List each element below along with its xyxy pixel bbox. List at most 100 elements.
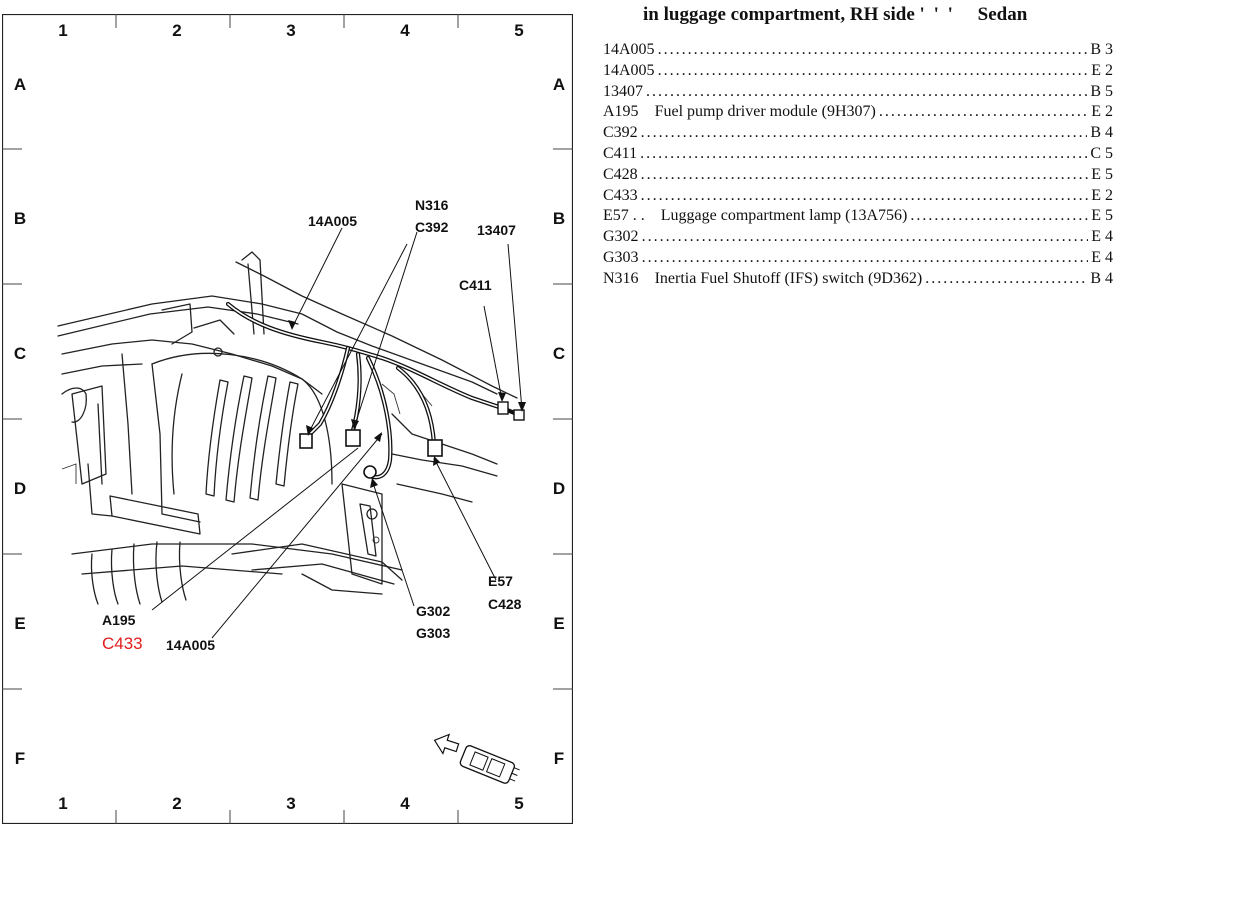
row-label-c: C	[14, 344, 26, 363]
index-row-dot-leader	[641, 186, 1089, 207]
index-row-code: 14A005	[603, 61, 655, 79]
connector-c411	[497, 401, 509, 415]
index-row: C392 B 4	[603, 123, 1113, 144]
index-row: G302 E 4	[603, 227, 1113, 248]
col-label-2-bottom: 2	[172, 794, 181, 813]
col-label-5: 5	[514, 21, 523, 40]
index-row-code: A195	[603, 103, 639, 121]
index-row: 14A005 E 2	[603, 61, 1113, 82]
index-row-dot-leader	[658, 40, 1088, 61]
connector-13407	[513, 409, 525, 421]
index-title-text: in luggage compartment, RH side	[643, 4, 915, 25]
ground-g302-g303	[363, 465, 377, 479]
index-row-description: Inertia Fuel Shutoff (IFS) switch (9D362…	[654, 269, 923, 287]
diagram-border	[2, 14, 573, 824]
callout-a195: A195	[102, 612, 136, 628]
callout-e57: E57	[488, 573, 513, 589]
callout-n316: N316	[415, 197, 449, 213]
index-row-grid-location: E 2	[1091, 61, 1113, 79]
col-label-1: 1	[58, 21, 67, 40]
index-row: 14A005 B 3	[603, 40, 1113, 61]
callout-c433-highlighted: C433	[102, 634, 143, 653]
index-row-grid-location: B 5	[1090, 82, 1113, 100]
row-label-d: D	[14, 479, 26, 498]
index-row-grid-location: E 5	[1091, 165, 1113, 183]
callout-14a005-top: 14A005	[308, 213, 357, 229]
index-row-description: Luggage compartment lamp (13A756)	[660, 207, 908, 225]
col-label-1-bottom: 1	[58, 794, 67, 813]
index-row-grid-location: E 2	[1091, 103, 1113, 121]
index-title: in luggage compartment, RH side ' ' ' Se…	[643, 4, 1113, 26]
wiring-harness	[225, 301, 525, 480]
callout-c392: C392	[415, 219, 449, 235]
callout-g302: G302	[416, 603, 450, 619]
row-label-c-right: C	[553, 344, 565, 363]
grid-ticks	[2, 14, 573, 824]
connector-c428	[427, 439, 443, 457]
row-label-b: B	[14, 209, 26, 228]
row-label-d-right: D	[553, 479, 565, 498]
row-label-e: E	[14, 614, 25, 633]
index-row-dot-leader	[658, 61, 1089, 82]
vehicle-front-arrow-icon	[433, 733, 520, 784]
row-label-e-right: E	[553, 614, 564, 633]
index-row-code: E57 . .	[603, 207, 645, 225]
index-row-dot-leader	[642, 227, 1089, 248]
index-row-grid-location: E 2	[1091, 186, 1113, 204]
index-title-marks: ' ' '	[919, 4, 955, 25]
index-row-dot-leader	[925, 269, 1087, 290]
index-row-dot-leader	[640, 144, 1087, 165]
row-label-f-right: F	[554, 749, 564, 768]
row-label-a: A	[14, 75, 26, 94]
index-row-dot-leader	[879, 102, 1088, 123]
connector-a195	[299, 433, 313, 449]
component-index-panel: in luggage compartment, RH side ' ' ' Se…	[603, 4, 1113, 290]
index-row-dot-leader	[910, 206, 1088, 227]
index-row: C428 E 5	[603, 165, 1113, 186]
index-row-code: N316	[603, 269, 639, 287]
index-row: 13407 B 5	[603, 82, 1113, 103]
callout-14a005-bottom: 14A005	[166, 637, 215, 653]
index-row-code: C411	[603, 144, 638, 162]
col-label-3: 3	[286, 21, 295, 40]
index-row-dot-leader	[641, 123, 1088, 144]
index-row-grid-location: E 4	[1091, 248, 1113, 266]
index-row-dot-leader	[641, 165, 1089, 186]
col-label-2: 2	[172, 21, 181, 40]
index-row-dot-leader	[642, 248, 1089, 269]
row-label-f: F	[15, 749, 25, 768]
callout-arrowheads	[288, 320, 526, 488]
callout-c411: C411	[459, 277, 492, 293]
index-row-grid-location: E 5	[1091, 207, 1113, 225]
index-row-code: C392	[603, 124, 638, 142]
index-row-grid-location: B 3	[1090, 41, 1113, 58]
index-row-grid-location: C 5	[1090, 144, 1113, 162]
col-label-4-bottom: 4	[400, 794, 410, 813]
row-label-a-right: A	[553, 75, 565, 94]
index-row: C433 E 2	[603, 186, 1113, 207]
index-row: G303 E 4	[603, 248, 1113, 269]
index-row: C411 C 5	[603, 144, 1113, 165]
index-row-code: 14A005	[603, 41, 655, 58]
index-row-code: G303	[603, 248, 639, 266]
index-row-grid-location: E 4	[1091, 228, 1113, 246]
callout-c428: C428	[488, 596, 522, 612]
index-row-code: 13407	[603, 82, 643, 100]
index-title-model: Sedan	[977, 4, 1028, 25]
index-row-code: G302	[603, 228, 639, 246]
index-row-code: C428	[603, 165, 638, 183]
index-row-grid-location: B 4	[1090, 124, 1113, 142]
row-label-b-right: B	[553, 209, 565, 228]
connector-c392	[345, 429, 361, 447]
callout-g303: G303	[416, 625, 450, 641]
callout-13407: 13407	[477, 222, 516, 238]
index-row-grid-location: B 4	[1090, 269, 1113, 287]
index-row-dot-leader	[646, 82, 1087, 103]
index-row-code: C433	[603, 186, 638, 204]
index-row: E57 . . Luggage compartment lamp (13A756)…	[603, 206, 1113, 227]
index-row: N316 Inertia Fuel Shutoff (IFS) switch (9…	[603, 269, 1113, 290]
callout-leaders	[151, 227, 523, 639]
wiring-location-diagram: 1 2 3 4 5 1 2 3 4 5 A B C D E F A B C D …	[2, 14, 573, 824]
